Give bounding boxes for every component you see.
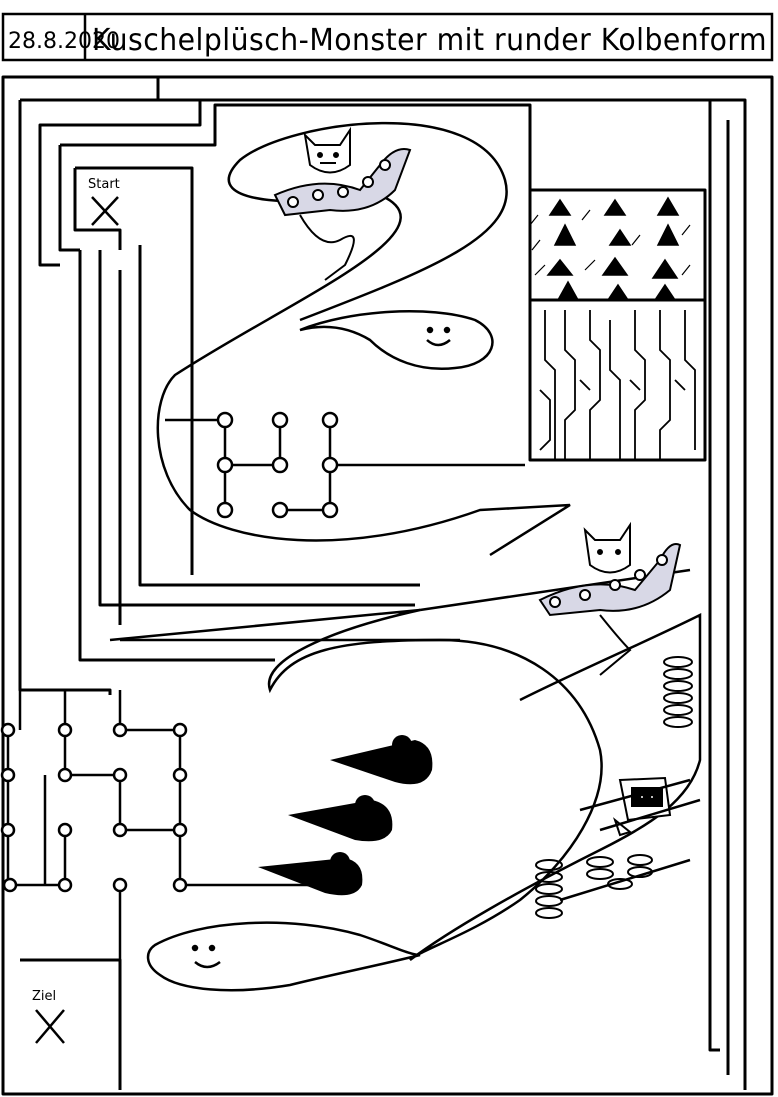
goal-label: Ziel (32, 989, 56, 1004)
date-label: 28.8.2020 (8, 29, 120, 54)
zigzag-maze-region (539, 310, 696, 460)
node-grid-bottom (0, 690, 340, 960)
tree-icon (529, 196, 691, 301)
blob-face-icon (146, 921, 421, 992)
bird-beak-icon (258, 735, 433, 896)
start-x-icon (91, 196, 119, 226)
spring-coil-icon (535, 656, 693, 919)
page-title: Kuschelplüsch-Monster mit runder Kolbenf… (92, 23, 767, 58)
monster-scarf-icon (273, 126, 412, 281)
header-bar (1, 12, 774, 62)
maze-walls (1, 75, 774, 1096)
start-marker: Start (88, 177, 120, 226)
diagonal-path (559, 778, 701, 902)
goal-marker: Ziel (32, 989, 65, 1044)
blob-face-icon (299, 310, 494, 370)
goal-x-icon (35, 1009, 65, 1044)
start-label: Start (88, 177, 120, 192)
monster-scarf-icon (538, 521, 682, 676)
node-grid-top (216, 411, 525, 519)
